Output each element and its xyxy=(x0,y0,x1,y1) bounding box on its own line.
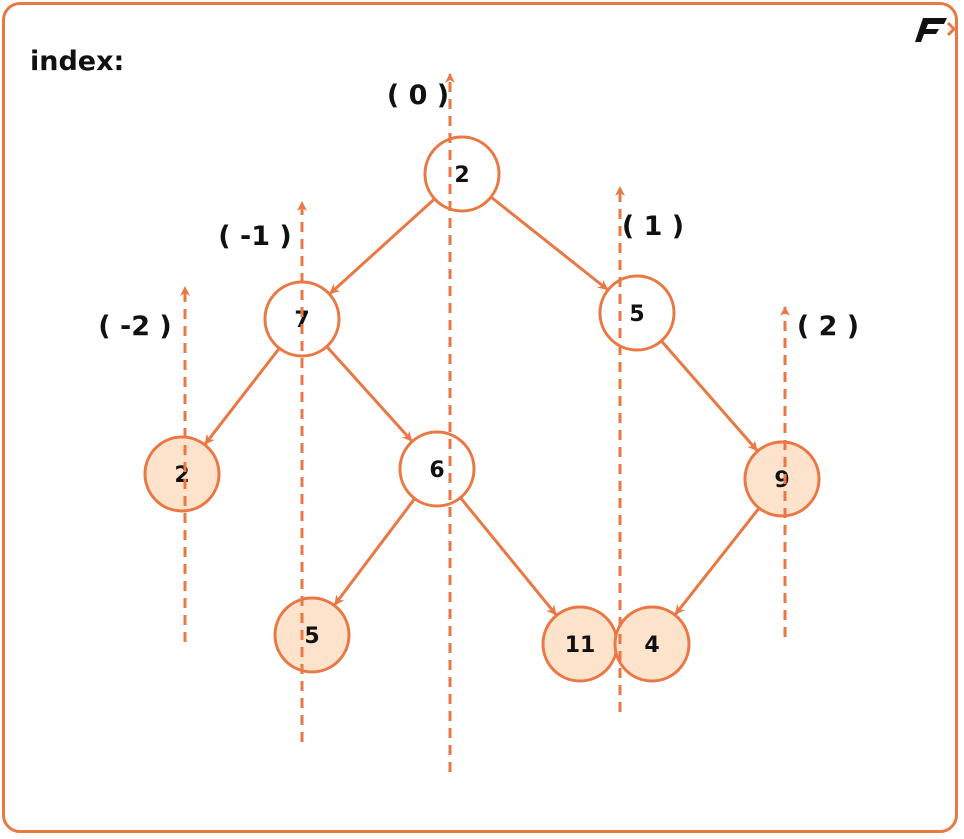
node-value: 7 xyxy=(294,308,309,333)
node-circle xyxy=(143,435,221,513)
column-index-label: ( 0 ) xyxy=(387,80,449,111)
node-value: 6 xyxy=(429,458,444,483)
logo xyxy=(915,18,957,42)
column-index-label: ( -1 ) xyxy=(218,221,291,252)
node-circle xyxy=(613,605,691,683)
node-value: 2 xyxy=(174,463,189,488)
node-value: 5 xyxy=(304,624,319,649)
node-value: 11 xyxy=(565,633,596,658)
column-index-label: ( 1 ) xyxy=(622,211,684,242)
node-circle xyxy=(423,135,501,213)
column-index-label: ( -2 ) xyxy=(98,311,171,342)
node-value: 5 xyxy=(629,302,644,327)
edge-arrow xyxy=(329,197,436,295)
edge-arrow xyxy=(204,347,281,445)
node-circle xyxy=(273,596,351,674)
tree-node: 11 xyxy=(541,605,619,683)
node-value: 2 xyxy=(454,163,469,188)
edge-arrow xyxy=(490,195,609,291)
tree-node: 4 xyxy=(613,605,691,683)
tree-node: 6 xyxy=(398,430,476,508)
node-value: 9 xyxy=(774,468,789,493)
node-circle xyxy=(743,440,821,518)
edge-arrow xyxy=(459,496,558,616)
tree-node: 5 xyxy=(273,596,351,674)
column-index-label: ( 2 ) xyxy=(797,311,859,342)
edge-arrow xyxy=(660,339,759,452)
node-value: 4 xyxy=(644,633,659,658)
edge-arrow xyxy=(333,497,416,606)
node-circle xyxy=(398,430,476,508)
tree-node: 5 xyxy=(598,274,676,352)
tree-node: 2 xyxy=(423,135,501,213)
index-title: index: xyxy=(30,46,125,77)
tree-node: 9 xyxy=(743,440,821,518)
edge-arrow xyxy=(674,507,761,616)
edge-arrow xyxy=(325,345,413,442)
tree-node: 2 xyxy=(143,435,221,513)
